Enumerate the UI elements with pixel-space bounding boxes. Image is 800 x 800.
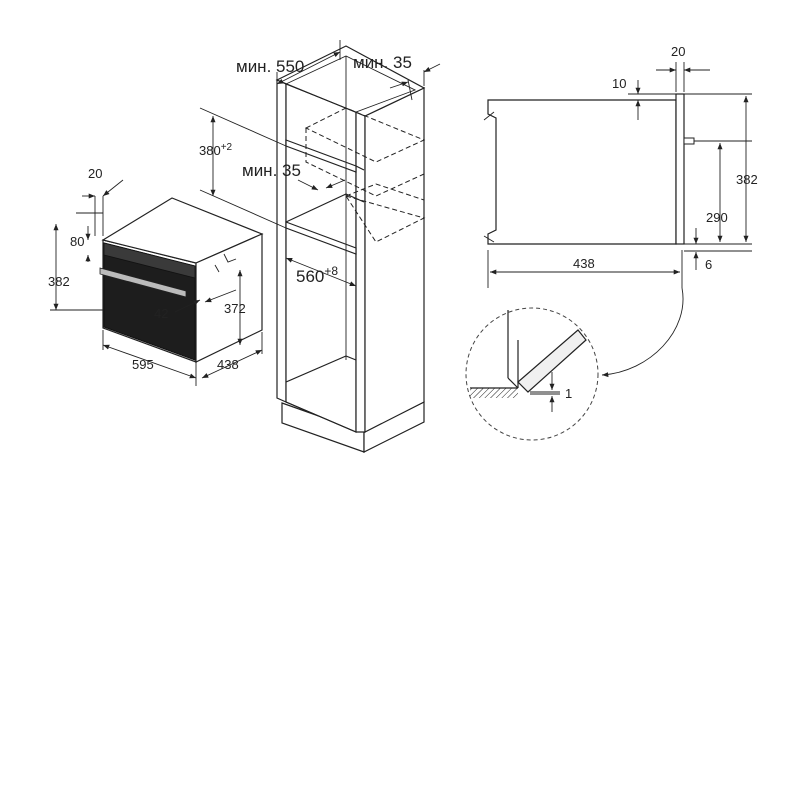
cabinet-view: 380+2 мин. 550 мин. 35 мин. 35 560+8 [199,40,441,453]
oven-control-panel [103,242,196,279]
side-inner-height-label: 290 [706,210,728,225]
oven-side-handle [683,137,695,145]
oven-position-top-dashed [304,107,426,163]
oven-depth-label: 438 [217,357,239,372]
cabinet-upper-shelf [285,139,357,173]
oven-side-body [487,99,677,245]
detail-floor-hatch [470,388,518,398]
detail-offset-label: 1 [565,386,572,401]
oven-rear-bracket [223,253,237,263]
oven-cavity-height-label: 372 [224,301,246,316]
oven-position-bottom-dashed [344,195,426,243]
oven-handle [99,267,187,298]
side-total-height-label: 382 [736,172,758,187]
oven-width-label: 595 [132,357,154,372]
oven-panel-height-label: 80 [70,234,84,249]
cabinet-min-depth-label: мин. 550 [236,57,304,76]
niche-height-label: 380+2 [199,142,233,158]
oven-side-view: 20 10 382 290 6 438 [483,44,758,378]
cabinet-min-side-label: мин. 35 [353,53,412,72]
cabinet-min-gap-label: мин. 35 [242,161,301,180]
oven-total-height-label: 382 [48,274,70,289]
oven-side-face [195,233,263,363]
side-bottom-gap-label: 6 [705,257,712,272]
side-top-gap-label: 10 [612,76,626,91]
oven-rear-clip [214,264,220,273]
niche-width-label: 560+8 [296,264,338,286]
detail-oven-edge [517,329,587,393]
oven-top-depth-label: 20 [88,166,102,181]
oven-side-front-panel [675,93,685,245]
side-depth-label: 438 [573,256,595,271]
detail-callout-arrow [601,287,684,378]
cabinet-side-panel [364,87,425,433]
oven-front-view: 20 80 382 372 42 595 438 [48,166,264,386]
cabinet-interior-left [285,83,357,433]
side-front-thickness-label: 20 [671,44,685,59]
detail-circle: 1 [465,307,599,441]
cabinet-left-stile [276,79,287,403]
oven-handle-offset-label: 42 [154,306,168,321]
cabinet-lower-shelf [285,221,357,255]
cabinet-right-stile [355,111,366,433]
